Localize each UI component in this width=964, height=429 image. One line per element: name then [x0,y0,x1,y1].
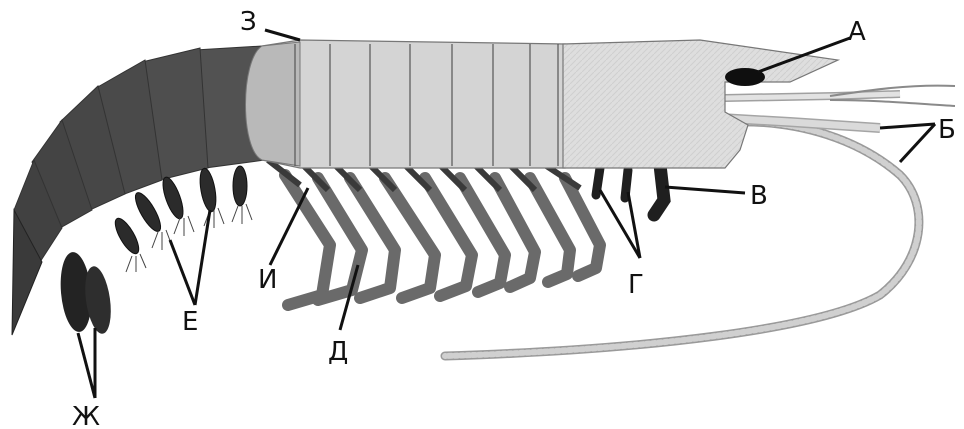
label-z: З [240,7,257,37]
label-g: Г [628,270,644,300]
thorax [246,40,566,168]
uropods [58,251,115,335]
label-a: А [848,17,866,47]
walking-legs [285,175,600,305]
label-v: В [750,181,768,211]
antennules [725,86,955,106]
abdomen [12,46,265,335]
label-d: Д [328,337,348,367]
label-e: Е [182,307,198,337]
label-zh: Ж [72,402,100,429]
label-i: И [258,265,277,295]
label-b: Б [938,115,956,145]
